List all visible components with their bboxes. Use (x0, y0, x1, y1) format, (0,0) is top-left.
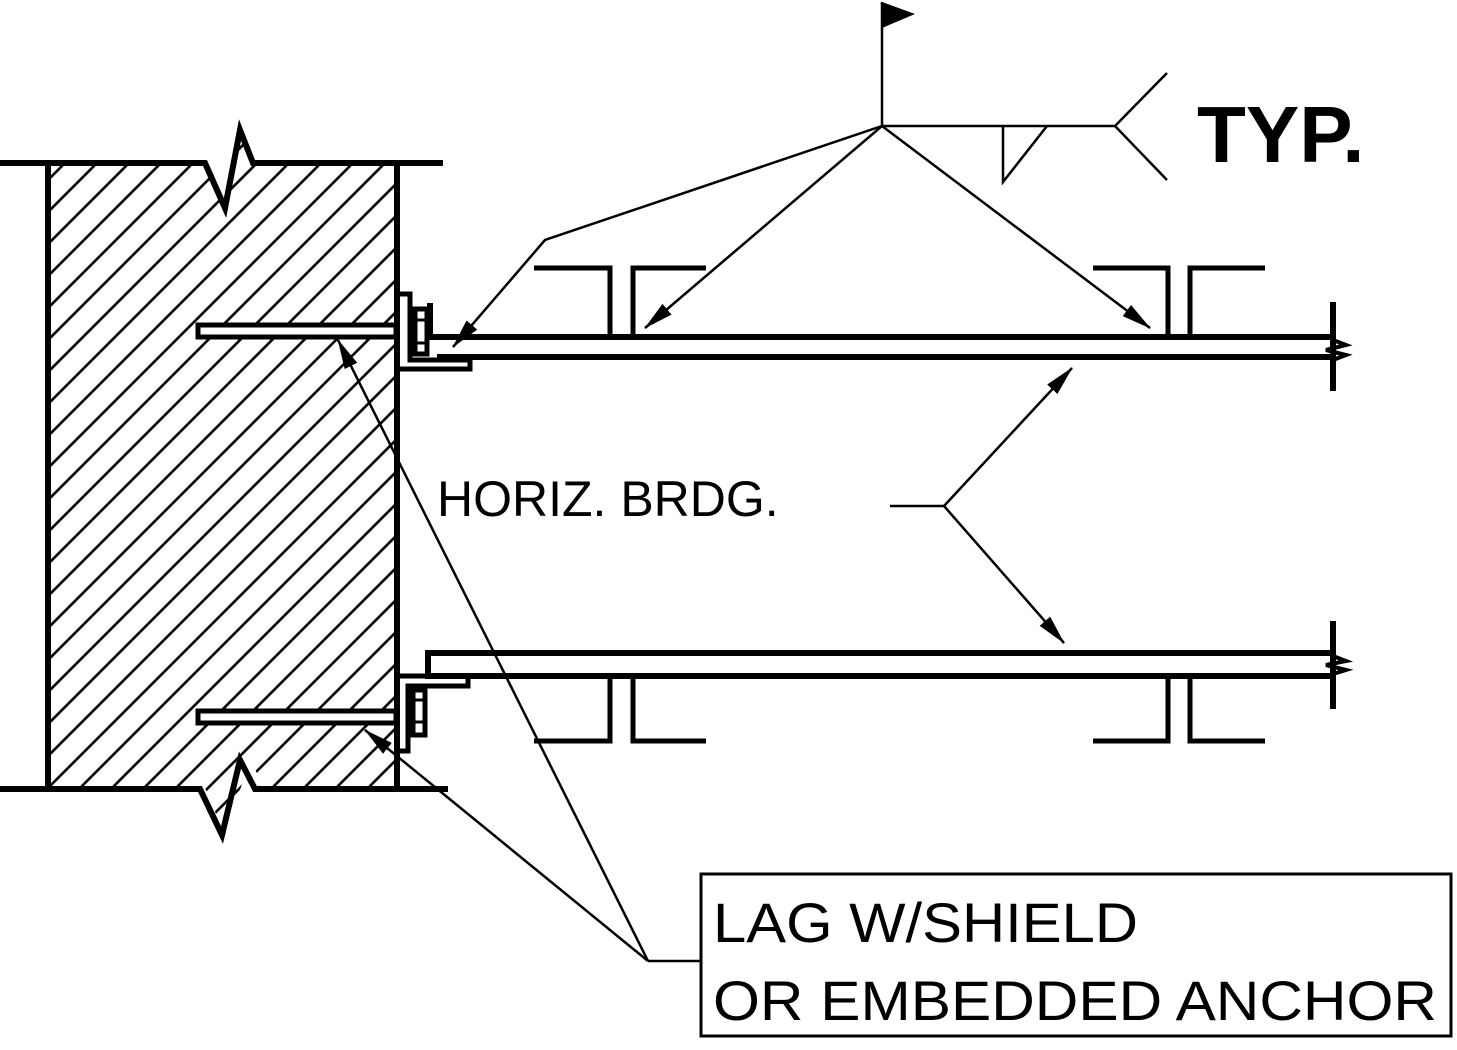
hatch-line (48, 130, 397, 835)
tail-icon (1113, 72, 1168, 181)
hatch-line (48, 130, 397, 835)
hatch-line (48, 130, 397, 835)
hatch-line (48, 130, 193, 835)
hatch-line (48, 130, 321, 835)
upper-lag-anchor (195, 322, 399, 340)
upper-stud-left (534, 265, 706, 334)
anchor-leader (336, 339, 700, 963)
hatch-line (48, 130, 397, 835)
break-line-icon (1325, 338, 1353, 362)
lower-horizontal-bridging (425, 621, 1354, 709)
anchor-label-line2: OR EMBEDDED ANCHOR (713, 969, 1437, 1032)
horiz-brdg-label: HORIZ. BRDG. (437, 471, 779, 527)
lower-lag-anchor (195, 708, 399, 726)
typ-label: TYP. (1197, 90, 1365, 179)
wall-hatch (0, 100, 397, 900)
hatch-line (48, 130, 397, 835)
upper-stud-right (1093, 265, 1265, 334)
hatch-line (127, 130, 397, 835)
hatch-line (48, 130, 397, 835)
hatch-line (48, 130, 397, 835)
hatch-line (48, 130, 397, 835)
break-line-icon (1325, 654, 1354, 676)
hatch-line (191, 130, 397, 835)
hatch-line (48, 130, 129, 835)
fillet-weld-icon (1001, 125, 1048, 186)
upper-horizontal-bridging (427, 302, 1353, 391)
field-weld-flag-icon (882, 2, 915, 28)
anchor-label-line1: LAG W/SHIELD (713, 891, 1138, 954)
masonry-wall (0, 119, 448, 844)
hatch-line (48, 130, 225, 835)
hatch-line (95, 130, 397, 835)
hatch-line (48, 130, 257, 835)
weld-symbol (452, 2, 1168, 348)
hatch-line (48, 130, 397, 835)
hatch-line (48, 130, 397, 835)
hatch-line (48, 130, 353, 835)
hatch-line (48, 130, 385, 835)
hatch-line (48, 130, 289, 835)
hatch-line (48, 130, 397, 835)
lower-clip-angle (399, 673, 471, 754)
hatch-line (223, 130, 397, 835)
hatch-line (159, 130, 397, 835)
hatch-line (255, 130, 397, 835)
anchor-callout-box: LAG W/SHIELD OR EMBEDDED ANCHOR (699, 872, 1453, 1038)
hatch-line (63, 130, 397, 835)
hatch-line (48, 130, 397, 835)
horiz-brdg-leader (890, 367, 1073, 644)
lower-stud-left (534, 679, 706, 744)
hatch-line (0, 100, 32, 900)
lower-stud-right (1093, 679, 1265, 744)
hatch-line (48, 130, 397, 835)
hatch-line (48, 130, 397, 835)
